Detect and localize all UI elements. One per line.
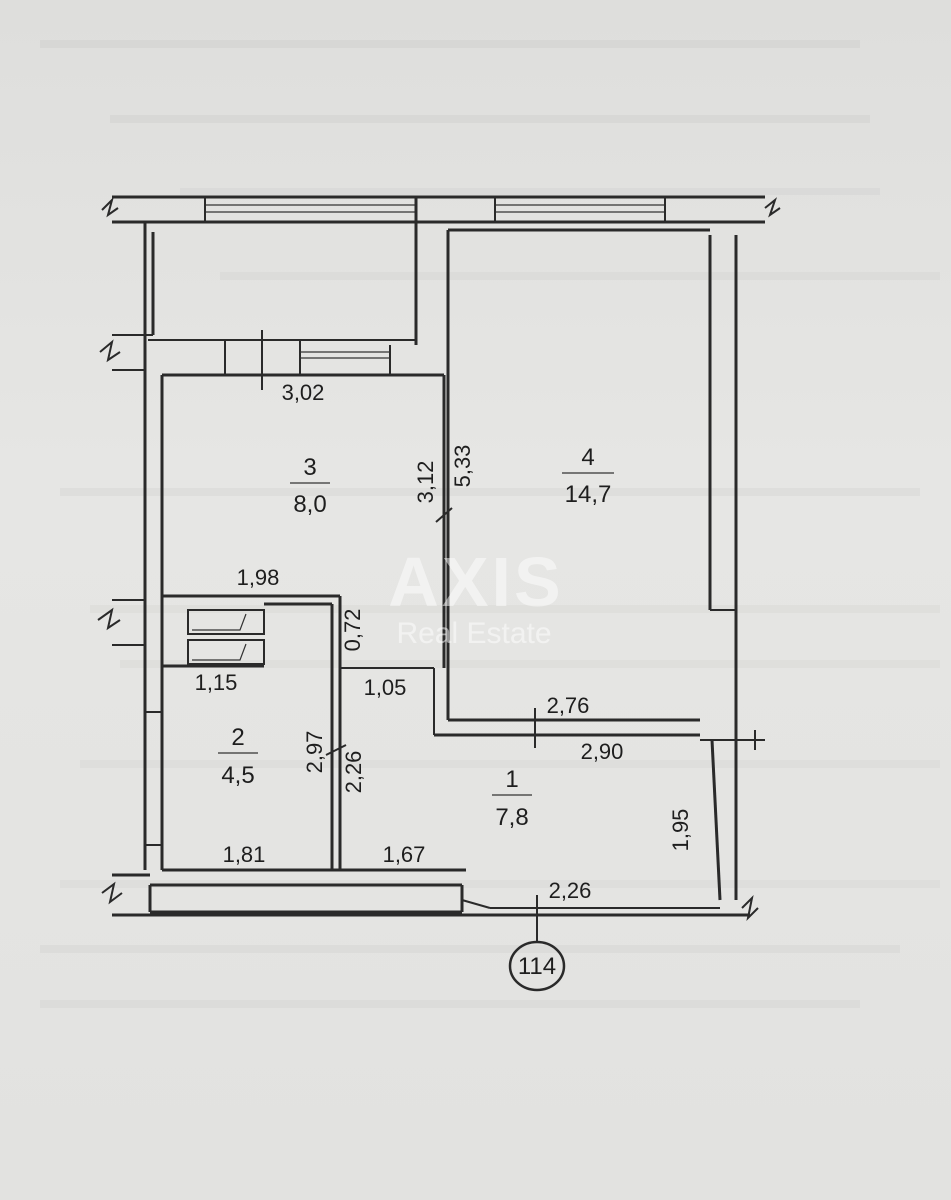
dim-3-02: 3,02 [282, 380, 325, 405]
dim-2-76: 2,76 [547, 693, 590, 718]
dim-2-97: 2,97 [302, 731, 327, 774]
outer-walls [97, 195, 781, 922]
interior-walls [148, 197, 710, 925]
dimension-labels: 3,02 3,12 5,33 1,98 0,72 1,15 1,05 2,76 … [195, 380, 693, 903]
room-4-area: 14,7 [565, 481, 612, 508]
dim-2-26-horizontal: 2,26 [549, 878, 592, 903]
dim-2-26-vertical: 2,26 [341, 751, 366, 794]
room-1-label: 1 7,8 [492, 766, 532, 831]
room-3-label: 3 8,0 [290, 454, 330, 518]
plan-number-badge: 114 [508, 925, 566, 992]
plan-number: 114 [518, 953, 556, 980]
room-1-area: 7,8 [495, 804, 528, 831]
room-3-area: 8,0 [293, 491, 326, 518]
dim-3-12: 3,12 [413, 461, 438, 504]
background-scribble [40, 40, 940, 1008]
room-1-number: 1 [505, 766, 518, 793]
room-4-label: 4 14,7 [562, 444, 614, 508]
dim-2-90: 2,90 [581, 739, 624, 764]
dim-1-67: 1,67 [383, 842, 426, 867]
dim-0-72: 0,72 [340, 609, 365, 652]
dim-1-15: 1,15 [195, 670, 238, 695]
room-3-number: 3 [303, 454, 316, 481]
watermark-tagline: Real Estate [396, 617, 551, 650]
dim-1-81: 1,81 [223, 842, 266, 867]
dim-1-95: 1,95 [668, 809, 693, 852]
dim-1-05: 1,05 [364, 675, 407, 700]
watermark-brand: AXIS [388, 543, 563, 621]
room-2-label: 2 4,5 [218, 724, 258, 789]
dim-1-98: 1,98 [237, 565, 280, 590]
watermark: AXIS Real Estate [388, 543, 563, 650]
room-2-area: 4,5 [221, 762, 254, 789]
room-2-number: 2 [231, 724, 244, 751]
dim-5-33: 5,33 [450, 445, 475, 488]
room-4-number: 4 [581, 444, 594, 471]
